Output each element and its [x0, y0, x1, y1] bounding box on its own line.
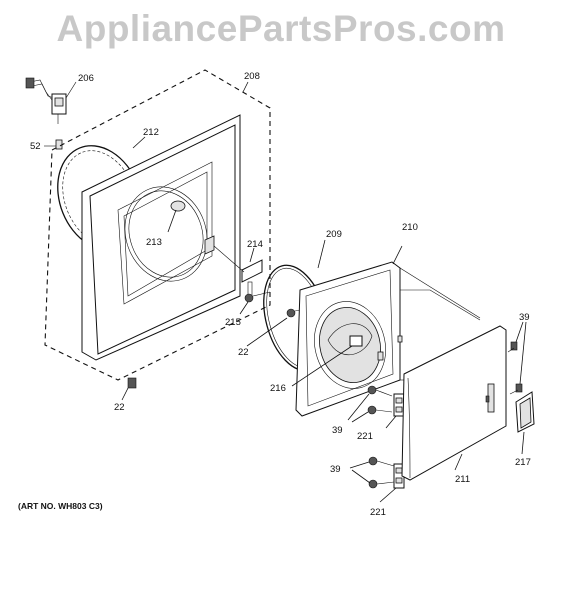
part-39-screws-middle [347, 385, 393, 423]
part-221-hinge-upper [385, 393, 405, 429]
callout-22-lower: 22 [114, 402, 125, 413]
callout-22-upper: 22 [238, 347, 249, 358]
part-215-screw [239, 291, 271, 315]
callout-39-middle: 39 [332, 425, 343, 436]
part-39-screws-right [507, 321, 527, 395]
art-number-label: (ART NO. WH803 C3) [18, 501, 103, 511]
cabinet-outline-208 [44, 69, 271, 381]
part-22-screw-upper [246, 308, 306, 347]
callout-221-upper: 221 [357, 431, 373, 442]
callout-208: 208 [244, 71, 260, 82]
callout-212: 212 [143, 127, 159, 138]
callout-221-lower: 221 [370, 507, 386, 518]
part-39-screws-lower [349, 456, 395, 489]
part-210-inner-door [291, 245, 403, 417]
callout-39-right: 39 [519, 312, 530, 323]
callout-216: 216 [270, 383, 286, 394]
part-52-screw [44, 139, 63, 150]
part-214-bracket [204, 235, 263, 299]
callout-52: 52 [30, 141, 41, 152]
part-206-switch [25, 77, 77, 124]
part-217-handle [515, 391, 535, 455]
front-frame-panel [81, 114, 241, 361]
callout-210: 210 [402, 222, 418, 233]
part-22-screw-lower [121, 377, 137, 401]
callout-215: 215 [225, 317, 241, 328]
callout-209: 209 [326, 229, 342, 240]
callout-217: 217 [515, 457, 531, 468]
callout-214: 214 [247, 239, 263, 250]
part-211-outer-door [401, 325, 507, 481]
callout-206: 206 [78, 73, 94, 84]
callout-211: 211 [455, 474, 470, 485]
callout-39-lower: 39 [330, 464, 341, 475]
callout-213: 213 [146, 237, 162, 248]
watermark-text: AppliancePartsPros.com [56, 8, 506, 49]
